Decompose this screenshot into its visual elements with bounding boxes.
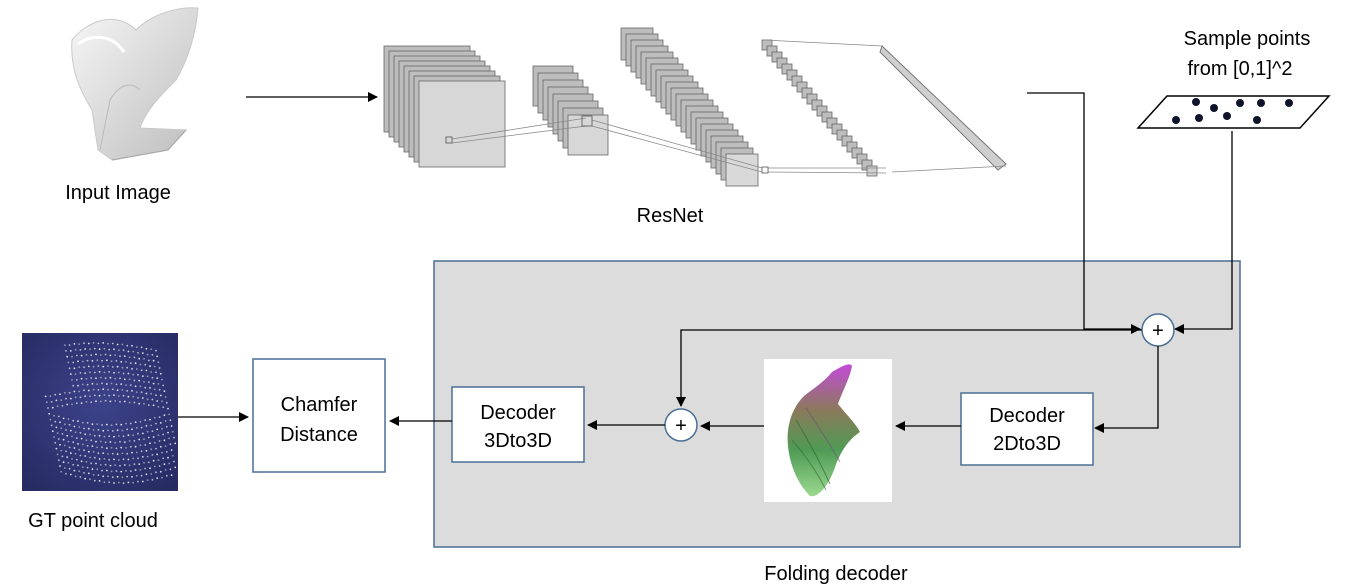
arrow-skip-to-plus-bottom: [676, 329, 1142, 407]
arrow-resnet-to-plus: [1027, 92, 1141, 334]
decoder-3dto3d-line2: 3Dto3D: [484, 430, 552, 452]
plus-node-top-label: +: [1152, 320, 1164, 342]
input-image: [71, 7, 199, 161]
gt-point-cloud-label: GT point cloud: [28, 510, 158, 532]
decoder-2dto3d-box: [960, 392, 1094, 466]
chamfer-line2: Distance: [280, 424, 358, 446]
resnet-icon: [383, 27, 1007, 187]
decoder-2dto3d-line1: Decoder: [989, 405, 1065, 427]
sample-points-label-line1: Sample points: [1184, 28, 1311, 50]
folding-decoder-label: Folding decoder: [764, 563, 908, 585]
chamfer-distance-box: [252, 358, 386, 473]
decoder-3dto3d-box: [451, 386, 585, 463]
input-image-label: Input Image: [65, 182, 171, 204]
arrow-samples-to-plus: [1174, 131, 1233, 334]
resnet-label: ResNet: [637, 205, 704, 227]
decoder-2dto3d-line2: 2Dto3D: [993, 433, 1061, 455]
folded-point-cloud-image: [764, 359, 892, 502]
decoder-3dto3d-line1: Decoder: [480, 402, 556, 424]
arrow-plus-to-decoder-2d: [1094, 346, 1159, 433]
sample-points-plane: [1136, 95, 1331, 129]
plus-node-bottom-label: +: [675, 415, 687, 437]
sample-points-label-line2: from [0,1]^2: [1188, 58, 1293, 80]
gt-point-cloud-image: [22, 333, 178, 491]
chamfer-line1: Chamfer: [281, 394, 358, 416]
